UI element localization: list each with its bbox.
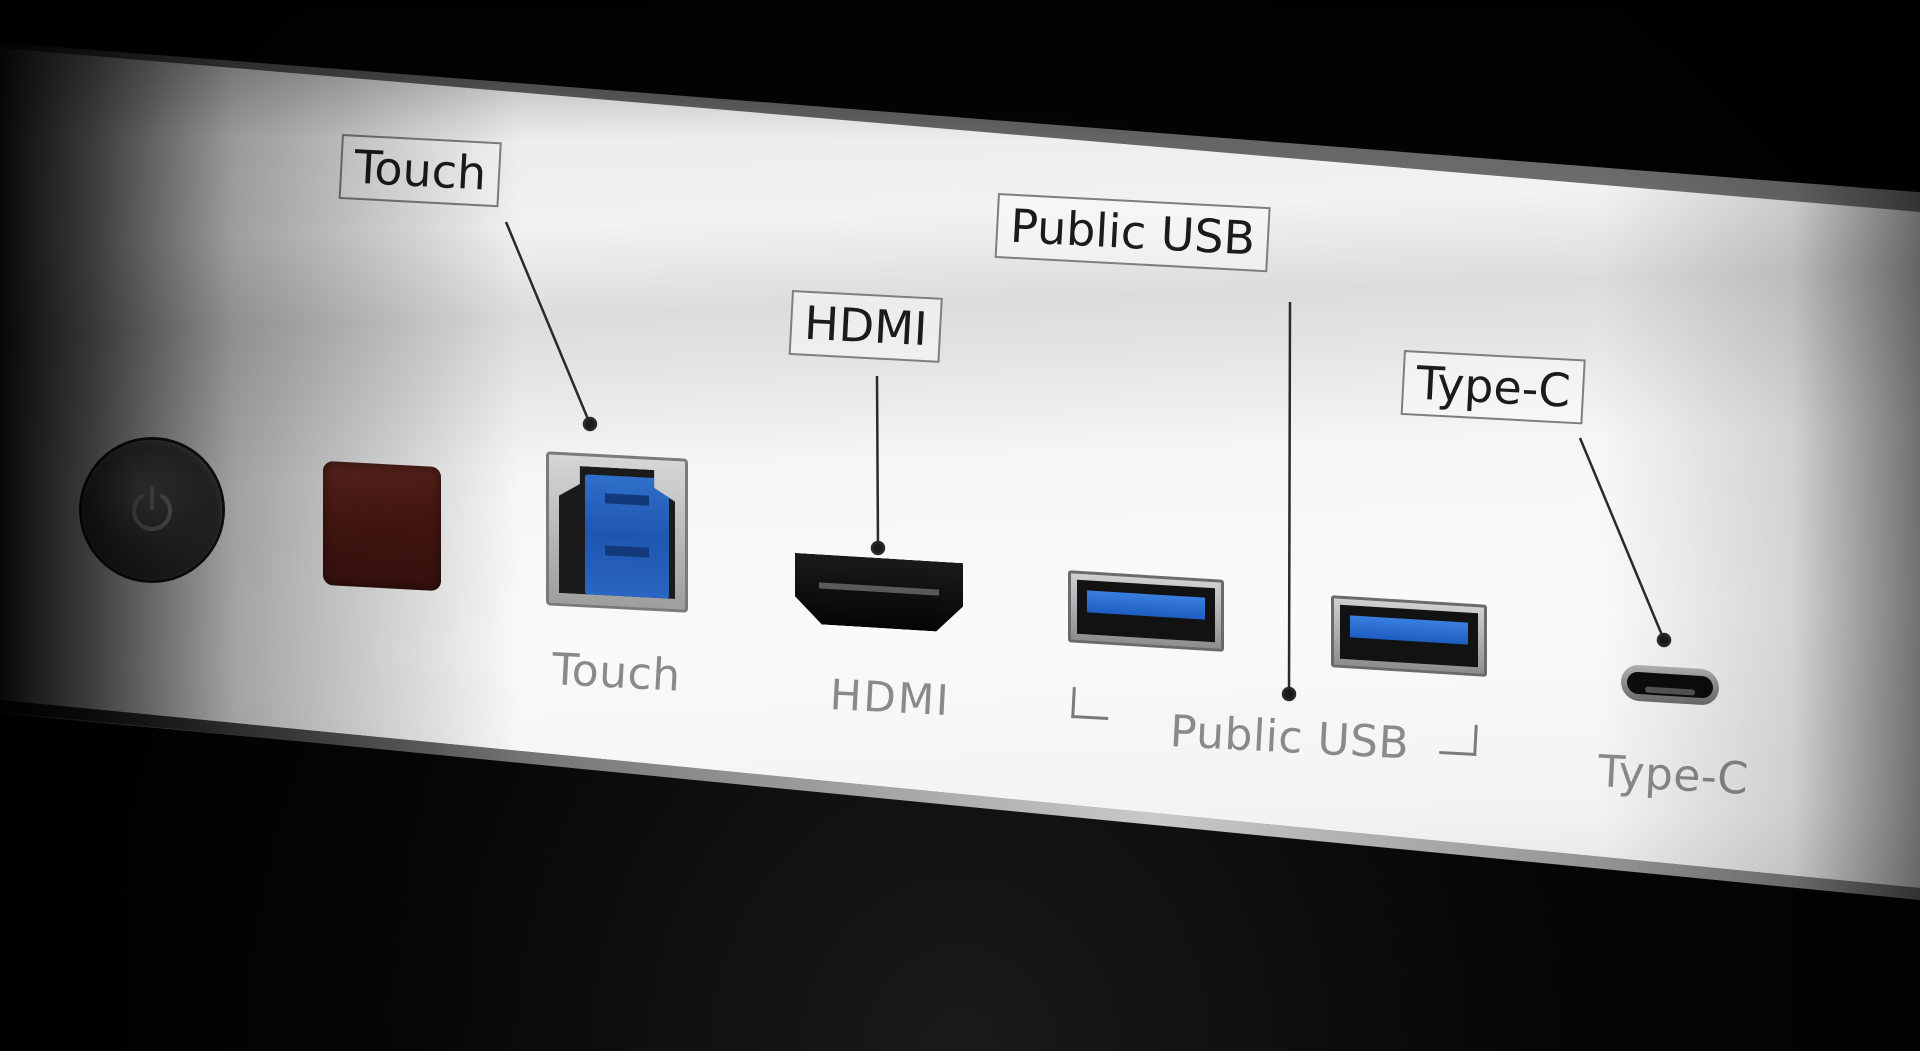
leader-line-type-c bbox=[1578, 437, 1666, 641]
leader-line-hdmi bbox=[875, 375, 880, 549]
leader-dot-type-c bbox=[1656, 632, 1672, 648]
leader-dot-public-usb bbox=[1281, 686, 1297, 702]
leader-dot-touch bbox=[582, 416, 598, 432]
callout-hdmi: HDMI bbox=[788, 290, 944, 363]
leader-dot-hdmi bbox=[870, 540, 886, 556]
callout-type-c: Type-C bbox=[1400, 350, 1587, 425]
leader-line-touch bbox=[504, 221, 592, 425]
callout-touch: Touch bbox=[338, 134, 502, 208]
leader-line-public-usb bbox=[1287, 301, 1292, 695]
